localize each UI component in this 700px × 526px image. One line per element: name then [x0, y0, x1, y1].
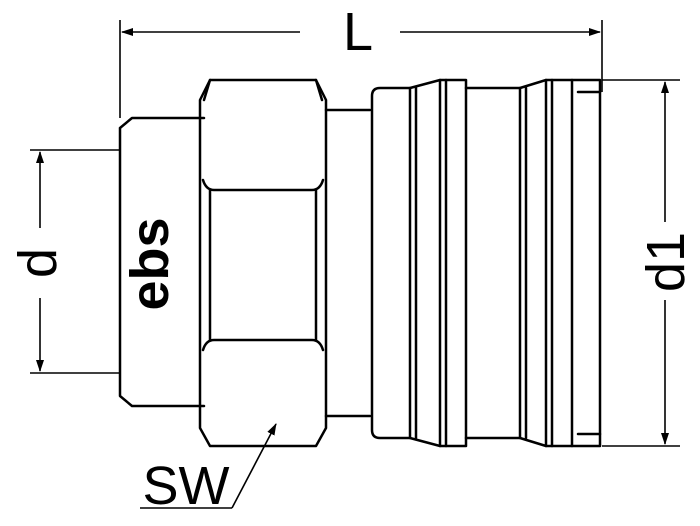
dimension-outer-diameter: d1 [602, 79, 696, 447]
wrench-size-callout: SW [140, 423, 277, 516]
neck [324, 108, 372, 418]
coupling-sleeve [370, 78, 602, 448]
threaded-spigot [118, 116, 206, 408]
dimension-length: L [119, 2, 603, 118]
leader-line [231, 423, 277, 509]
dimension-bore-diameter: d [8, 149, 120, 374]
brand-logo: ebs [120, 217, 180, 310]
wrench-size-label: SW [143, 456, 230, 516]
bore-diameter-label: d [8, 248, 68, 278]
outer-diameter-label: d1 [636, 232, 696, 292]
length-label: L [343, 2, 373, 62]
hex-nut [198, 78, 328, 448]
